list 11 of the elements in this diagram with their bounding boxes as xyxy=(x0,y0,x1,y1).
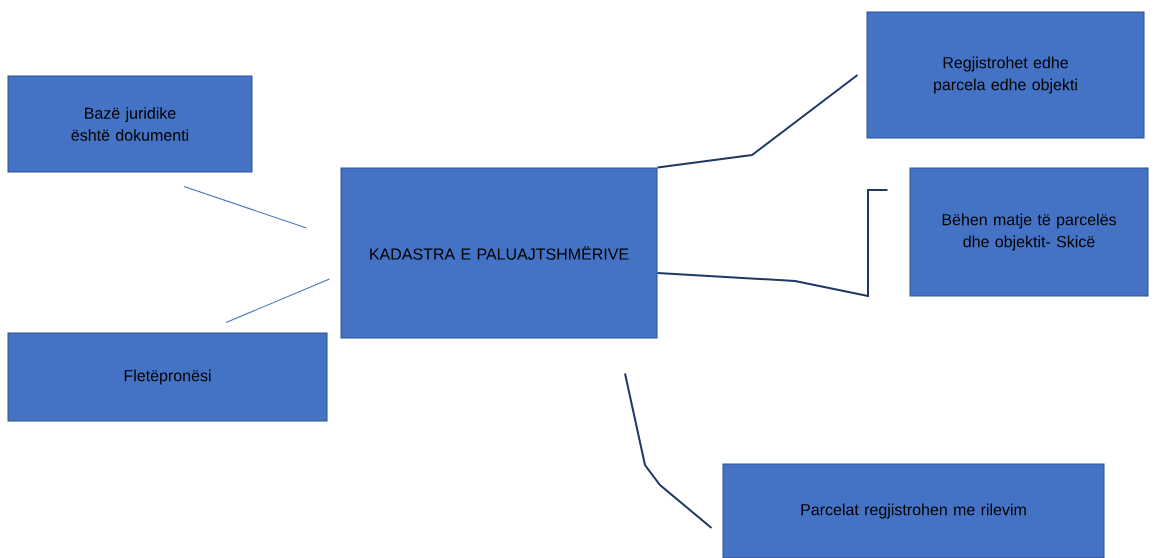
connector-line xyxy=(183,186,307,229)
connector-line xyxy=(624,372,713,529)
connector-line xyxy=(656,189,889,298)
text-box: Bazë juridike është dokumenti xyxy=(7,75,253,173)
text-box: Fletëpronësi xyxy=(7,332,328,422)
text-box: Bëhen matje të parcelës dhe objektit- Skicë xyxy=(909,167,1149,297)
text-box: KADASTRA E PALUAJTSHMËRIVE xyxy=(340,167,658,339)
text-box: Parcelat regjistrohen me rilevim xyxy=(722,463,1105,558)
connector-line xyxy=(225,278,330,323)
connector-line xyxy=(656,74,859,169)
text-box: Regjistrohet edhe parcela edhe objekti xyxy=(866,11,1145,139)
